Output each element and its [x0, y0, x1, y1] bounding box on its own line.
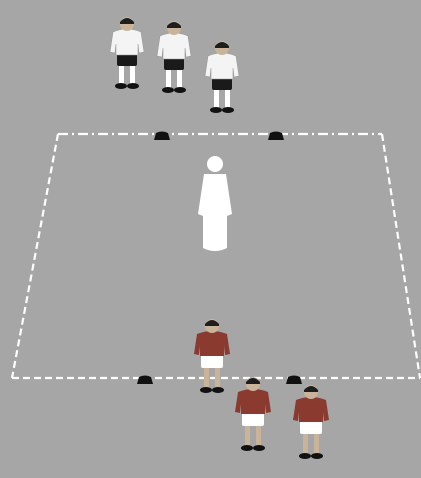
pitch-canvas: [0, 0, 421, 478]
drill-diagram: [0, 0, 421, 478]
